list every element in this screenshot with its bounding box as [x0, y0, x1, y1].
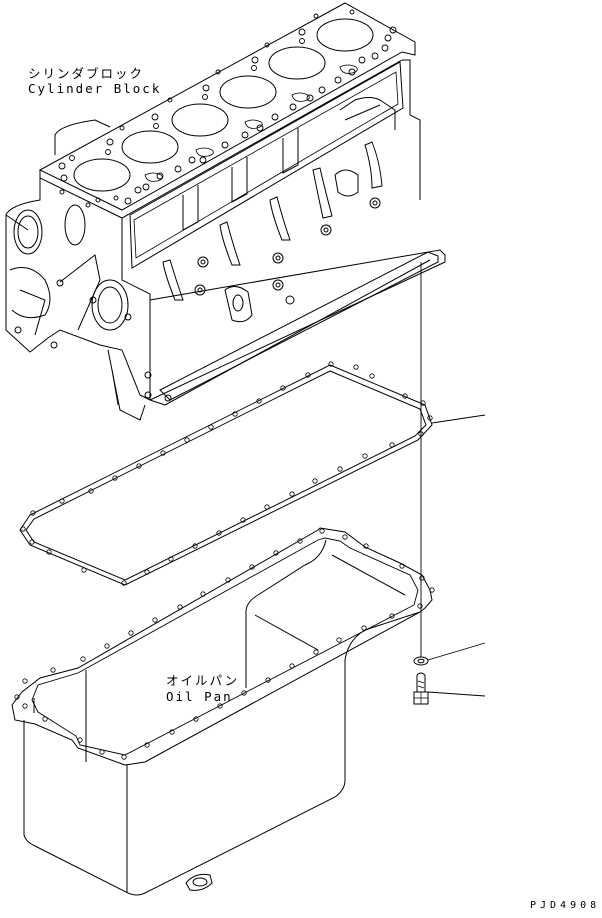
drawing-code: PJD4908 — [530, 900, 601, 911]
oil-pan-drawing — [11, 527, 435, 896]
oil-pan-gasket-drawing — [19, 361, 433, 586]
cylinder-block-label-en: Cylinder Block — [28, 81, 162, 96]
bolt-drawing — [413, 672, 429, 705]
cylinder-block-label-jp: シリンダブロック — [28, 66, 145, 81]
oil-pan-label-en: Oil Pan — [166, 689, 233, 704]
washer-drawing — [413, 656, 429, 666]
oil-pan-label-jp: オイルパン — [166, 673, 240, 688]
leader-lines — [420, 262, 486, 697]
cylinder-block-drawing — [5, 2, 446, 421]
